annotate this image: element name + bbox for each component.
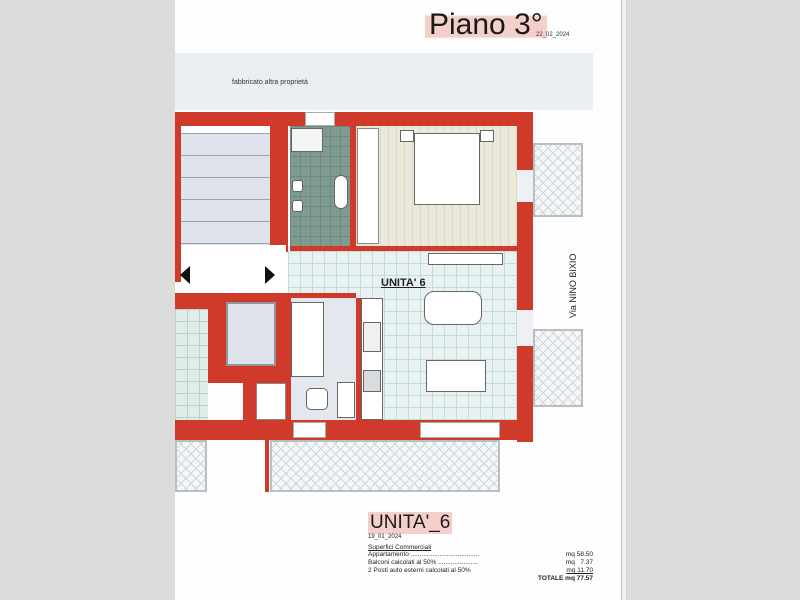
window-right-upper: [517, 170, 533, 202]
wall-bedroom-living: [290, 246, 517, 251]
arrow-left-icon: [180, 266, 190, 284]
desk-chair: [306, 388, 328, 410]
adjacent-unit-floor: [175, 309, 208, 420]
toilet: [292, 180, 303, 192]
sink: [334, 175, 348, 209]
street-label: Via NINO BIXIO: [568, 253, 578, 318]
wall-right-mid: [517, 202, 533, 310]
window-bottom-right: [420, 422, 500, 438]
wall-left: [175, 112, 181, 282]
staircase: [181, 133, 270, 245]
wall-kitchen: [356, 298, 361, 420]
wall-right-lower: [517, 346, 533, 442]
balcony-bottom-left: [175, 440, 207, 492]
balcony-right-lower: [533, 329, 583, 407]
summary-row-value: mq 11.70: [566, 567, 593, 574]
wall-bath-bedroom: [350, 126, 356, 246]
window-right-lower: [517, 310, 533, 346]
bedroom-wardrobe: [357, 128, 379, 244]
summary-unit-title: UNITA'_6: [368, 512, 453, 534]
wall-study-top: [288, 293, 356, 298]
single-bed: [291, 302, 324, 377]
page-edge: [621, 0, 627, 600]
window-bottom-left: [293, 422, 326, 438]
balcony-bottom: [270, 440, 500, 492]
area-summary: UNITA'_6 19_01_2024 Superfici Commercial…: [368, 512, 593, 582]
stove: [363, 370, 381, 392]
dining-table: [426, 360, 486, 392]
double-bed: [414, 133, 480, 205]
wall-top-right: [335, 112, 533, 126]
summary-date: 19_01_2024: [368, 534, 402, 540]
elevator: [226, 302, 276, 366]
sofa: [424, 291, 482, 325]
summary-row-label: Balconi calcolati al 50% ...............…: [368, 559, 478, 566]
balcony-divider: [265, 440, 269, 492]
wall-study-left: [286, 293, 291, 420]
neighbor-building: [175, 53, 593, 110]
window-top: [305, 112, 335, 126]
shower: [291, 128, 323, 152]
title-date: 22_02_2024: [536, 32, 570, 38]
stairwell-wall: [270, 112, 288, 252]
summary-row: 2 Posti auto esterni calcolati al 50% mq…: [368, 567, 593, 575]
wardrobe-small: [256, 383, 286, 420]
summary-row-label: Appartamento ...........................…: [368, 551, 480, 558]
summary-row-label: 2 Posti auto esterni calcolati al 50%: [368, 567, 471, 574]
page-title: Piano 3°: [425, 8, 547, 42]
summary-row: Appartamento ...........................…: [368, 551, 593, 559]
desk: [337, 382, 355, 418]
neighbor-label: fabbricato altra proprietà: [232, 79, 308, 86]
summary-heading: Superfici Commerciali: [368, 544, 432, 551]
summary-total: TOTALE mq 77.57: [537, 575, 593, 582]
summary-row-value: mq 58.50: [565, 551, 593, 558]
unit-label: UNITA' 6: [381, 277, 426, 289]
nightstand-right: [480, 130, 494, 142]
summary-row-value: mq 7.37: [565, 559, 593, 566]
tv-unit: [428, 253, 503, 265]
balcony-right-upper: [533, 143, 583, 217]
kitchen-sink: [363, 322, 381, 352]
bidet: [292, 200, 303, 212]
summary-row: Balconi calcolati al 50% ...............…: [368, 559, 593, 567]
wall-right-upper: [517, 112, 533, 170]
nightstand-left: [400, 130, 414, 142]
kitchen-counter: [361, 298, 383, 420]
arrow-right-icon: [265, 266, 275, 284]
